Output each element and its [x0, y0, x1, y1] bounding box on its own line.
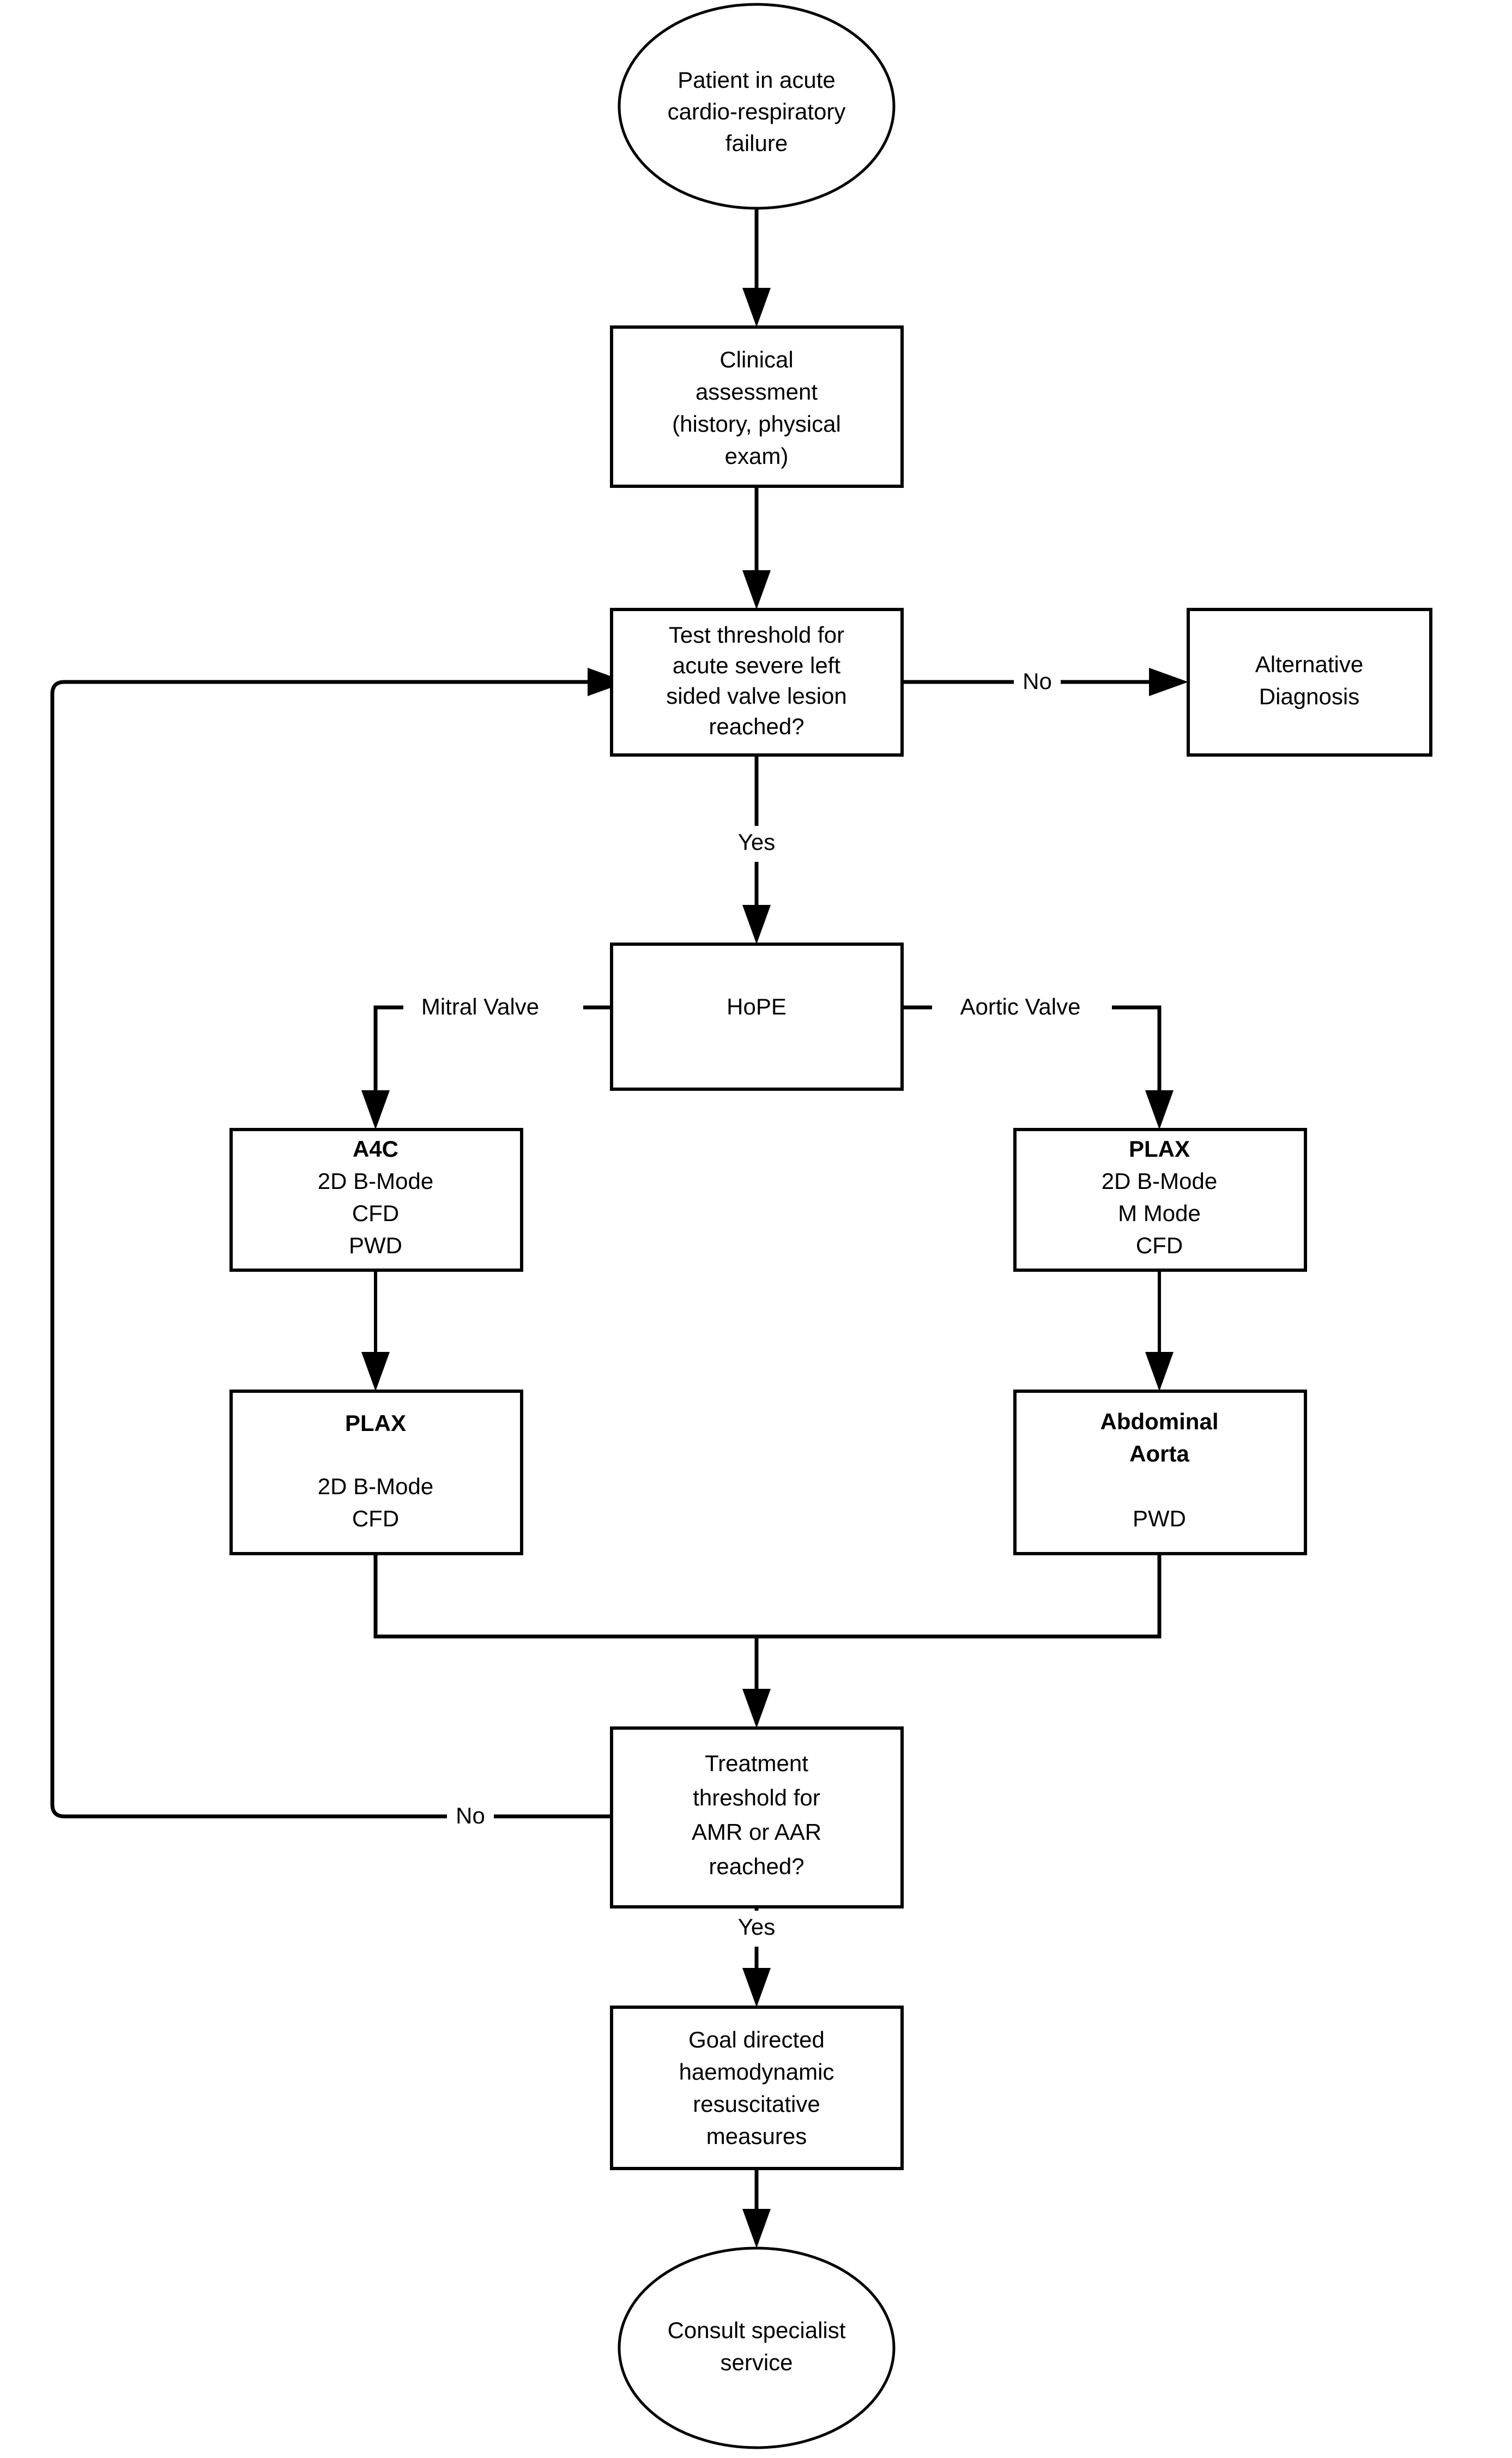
node-hope[interactable]: HoPE	[610, 943, 904, 1091]
node-a4c-line-3: PWD	[349, 1233, 402, 1258]
node-consult[interactable]: Consult specialist service	[618, 2246, 896, 2449]
node-hope-line-0: HoPE	[727, 994, 787, 1019]
node-goal-line-1: haemodynamic	[679, 2059, 834, 2085]
node-test-line-3: reached?	[709, 714, 804, 739]
node-treatment-line-1: threshold for	[693, 1785, 820, 1810]
node-plax-right-line-3: CFD	[1136, 1233, 1183, 1258]
node-abdominal-line-3: PWD	[1133, 1506, 1186, 1531]
edge-label-mitral-valve: Mitral Valve	[421, 994, 539, 1019]
node-abdominal-line-0: Abdominal	[1100, 1409, 1219, 1434]
edge-goal-to-consult	[742, 2169, 771, 2248]
node-consult-line-1: service	[720, 2350, 793, 2375]
node-plax-left-line-3: CFD	[352, 1506, 399, 1531]
node-plax-right-line-2: M Mode	[1118, 1200, 1201, 1226]
edge-plax-right-to-abdominal-aorta	[1145, 1270, 1174, 1391]
node-clinical-line-1: assessment	[695, 379, 818, 404]
node-clinical-line-0: Clinical	[719, 347, 793, 372]
node-start[interactable]: Patient in acute cardio-respiratory fail…	[618, 3, 896, 210]
node-clinical-line-2: (history, physical	[672, 411, 841, 437]
edge-clinical-to-test	[742, 486, 771, 609]
node-start-line-2: failure	[725, 130, 788, 156]
node-treatment-threshold[interactable]: Treatment threshold for AMR or AAR reach…	[610, 1726, 904, 1909]
node-test-threshold[interactable]: Test threshold for acute severe left sid…	[610, 608, 904, 757]
node-test-line-1: acute severe left	[673, 653, 841, 678]
node-abdominal-aorta[interactable]: Abdominal Aorta PWD	[1013, 1390, 1307, 1555]
edge-test-no-to-alternative: No	[902, 664, 1188, 700]
node-plax-right-line-1: 2D B-Mode	[1102, 1168, 1217, 1194]
node-alternative-diagnosis[interactable]: Alternative Diagnosis	[1187, 608, 1432, 757]
edge-label-test-no: No	[1023, 668, 1052, 694]
node-a4c[interactable]: A4C 2D B-Mode CFD PWD	[229, 1128, 523, 1272]
node-plax-right-line-0: PLAX	[1129, 1136, 1190, 1162]
node-a4c-line-2: CFD	[352, 1200, 399, 1226]
node-test-line-0: Test threshold for	[669, 622, 844, 648]
edge-label-treatment-no: No	[456, 1803, 485, 1828]
node-a4c-line-1: 2D B-Mode	[318, 1168, 433, 1194]
node-goal-line-3: measures	[706, 2123, 807, 2149]
edge-start-to-clinical	[742, 207, 771, 327]
node-abdominal-line-1: Aorta	[1129, 1441, 1189, 1466]
node-goal-line-2: resuscitative	[693, 2091, 820, 2117]
edge-treatment-no-loop: No	[50, 668, 627, 1834]
edge-treatment-yes-to-goal: Yes	[730, 1907, 785, 2007]
node-clinical-line-3: exam)	[725, 443, 789, 469]
edge-label-test-yes: Yes	[738, 829, 776, 855]
edge-hope-mitral-to-a4c: Mitral Valve	[361, 989, 612, 1130]
node-alternative-line-0: Alternative	[1255, 651, 1363, 677]
node-plax-left-line-0: PLAX	[345, 1410, 406, 1436]
edge-a4c-to-plax-left	[361, 1270, 390, 1391]
node-treatment-line-2: AMR or AAR	[692, 1819, 821, 1845]
node-start-line-0: Patient in acute	[678, 67, 836, 93]
node-treatment-line-0: Treatment	[705, 1750, 808, 1776]
node-treatment-line-3: reached?	[709, 1853, 804, 1879]
node-clinical-assessment[interactable]: Clinical assessment (history, physical e…	[610, 325, 904, 488]
edge-label-treatment-yes: Yes	[738, 1914, 776, 1940]
node-test-line-2: sided valve lesion	[666, 683, 847, 709]
node-alternative-line-1: Diagnosis	[1259, 684, 1359, 709]
node-start-line-1: cardio-respiratory	[668, 99, 846, 124]
node-a4c-line-0: A4C	[353, 1136, 398, 1162]
node-plax-left[interactable]: PLAX 2D B-Mode CFD	[229, 1390, 523, 1555]
node-plax-right[interactable]: PLAX 2D B-Mode M Mode CFD	[1013, 1128, 1307, 1272]
edge-branches-merge-to-treatment	[373, 1554, 1162, 1728]
edge-label-aortic-valve: Aortic Valve	[960, 994, 1081, 1019]
node-plax-left-line-2: 2D B-Mode	[318, 1473, 433, 1499]
node-goal-line-0: Goal directed	[688, 2027, 825, 2052]
edge-test-yes-to-hope: Yes	[730, 755, 785, 944]
node-goal-directed[interactable]: Goal directed haemodynamic resuscitative…	[610, 2006, 904, 2170]
edge-hope-aortic-to-plax: Aortic Valve	[902, 989, 1174, 1130]
node-consult-line-0: Consult specialist	[668, 2317, 846, 2343]
